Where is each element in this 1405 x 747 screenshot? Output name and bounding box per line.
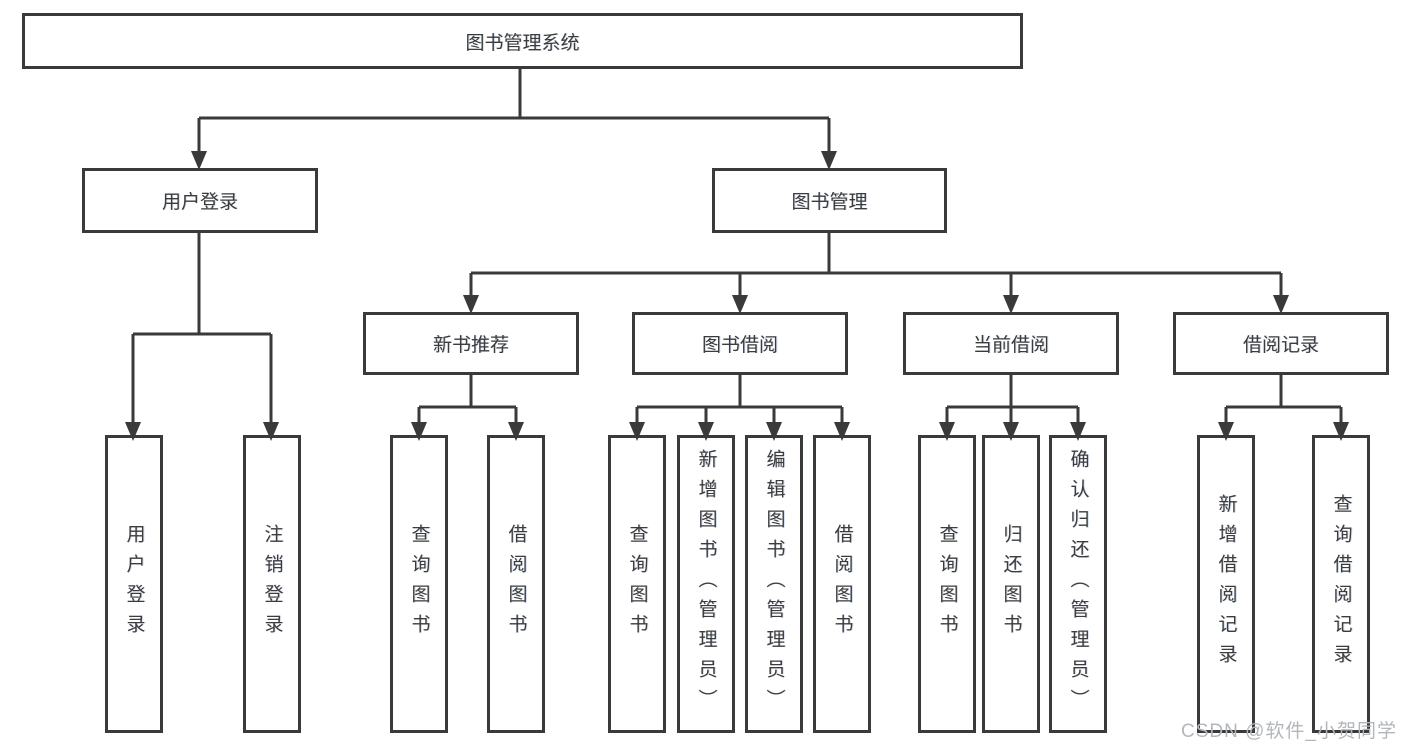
node-label-current-borrow: 当前借阅 [972, 335, 1049, 356]
node-label-edit-book: 编辑图书（管理员） [763, 449, 785, 719]
watermark: CSDN @软件_小贺同学 [1181, 721, 1397, 742]
node-query-borrow-record: 查询借阅记录 [1312, 435, 1370, 733]
node-label-query-book-1: 查询图书 [408, 524, 430, 644]
node-label-new-book-rec: 新书推荐 [432, 335, 509, 356]
node-logout-leaf: 注销登录 [243, 435, 301, 733]
node-label-book-borrow: 图书借阅 [701, 335, 778, 356]
node-new-book-rec: 新书推荐 [363, 312, 579, 375]
node-label-confirm-return: 确认归还（管理员） [1067, 449, 1089, 719]
node-borrow-book-2: 借阅图书 [813, 435, 871, 733]
node-query-book-2: 查询图书 [608, 435, 666, 733]
node-label-add-borrow-record: 新增借阅记录 [1215, 494, 1237, 674]
node-label-logout-leaf: 注销登录 [261, 524, 283, 644]
node-book-mgmt: 图书管理 [712, 168, 947, 233]
node-borrow-book-1: 借阅图书 [487, 435, 545, 733]
node-add-book: 新增图书（管理员） [677, 435, 735, 733]
node-label-query-book-3: 查询图书 [936, 524, 958, 644]
node-return-book: 归还图书 [982, 435, 1040, 733]
node-label-query-borrow-record: 查询借阅记录 [1330, 494, 1352, 674]
node-label-borrow-book-2: 借阅图书 [831, 524, 853, 644]
node-label-add-book: 新增图书（管理员） [695, 449, 717, 719]
node-query-book-3: 查询图书 [918, 435, 976, 733]
node-label-user-login: 用户登录 [161, 192, 238, 213]
node-confirm-return: 确认归还（管理员） [1049, 435, 1107, 733]
node-edit-book: 编辑图书（管理员） [745, 435, 803, 733]
node-label-borrow-record: 借阅记录 [1242, 335, 1319, 356]
node-label-book-mgmt: 图书管理 [791, 192, 868, 213]
node-query-book-1: 查询图书 [390, 435, 448, 733]
node-label-user-login-leaf: 用户登录 [123, 524, 145, 644]
node-label-return-book: 归还图书 [1000, 524, 1022, 644]
node-label-query-book-2: 查询图书 [626, 524, 648, 644]
node-label-borrow-book-1: 借阅图书 [505, 524, 527, 644]
node-user-login-leaf: 用户登录 [105, 435, 163, 733]
node-label-root: 图书管理系统 [465, 32, 580, 54]
node-current-borrow: 当前借阅 [903, 312, 1119, 375]
node-root: 图书管理系统 [22, 13, 1023, 69]
node-user-login: 用户登录 [82, 168, 318, 233]
node-book-borrow: 图书借阅 [632, 312, 848, 375]
node-borrow-record: 借阅记录 [1173, 312, 1389, 375]
node-add-borrow-record: 新增借阅记录 [1197, 435, 1255, 733]
